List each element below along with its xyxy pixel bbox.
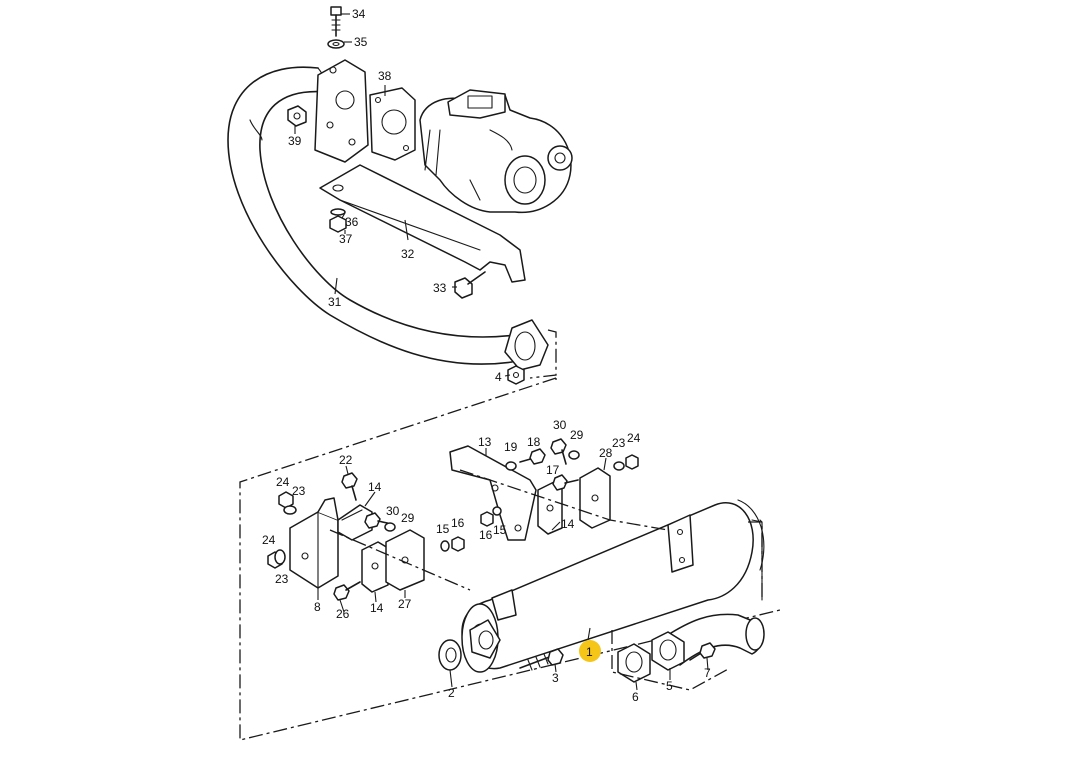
- label-13[interactable]: 13: [478, 435, 492, 449]
- bolt-34: [330, 6, 342, 37]
- washer-23-lower: [274, 549, 286, 565]
- bolt-22: [341, 472, 358, 501]
- label-3[interactable]: 3: [552, 671, 559, 685]
- label-36[interactable]: 36: [345, 215, 359, 229]
- label-26[interactable]: 26: [336, 607, 350, 621]
- left-guide-line: [329, 529, 471, 591]
- label-39[interactable]: 39: [288, 134, 302, 148]
- bracket-13: [449, 445, 537, 541]
- tailpipe-frame: [611, 630, 731, 691]
- label-14-left[interactable]: 14: [368, 480, 382, 494]
- nut-37: [329, 215, 347, 233]
- label-28[interactable]: 28: [599, 446, 613, 460]
- turbocharger: [419, 89, 573, 214]
- label-24-left[interactable]: 24: [276, 475, 290, 489]
- washer-29-right: [568, 450, 580, 460]
- bolt-17: [552, 474, 579, 491]
- label-23-left[interactable]: 23: [292, 484, 306, 498]
- label-5[interactable]: 5: [666, 679, 673, 693]
- label-15-mid[interactable]: 15: [493, 523, 507, 537]
- gasket-38: [369, 87, 416, 161]
- part-labels: 34 35 38 39 36 37 32 33 31 4 13 19 18 30…: [262, 7, 711, 704]
- label-1[interactable]: 1: [586, 645, 593, 659]
- washer-19: [505, 461, 517, 471]
- nut-4: [507, 365, 525, 385]
- washer-23-upper: [283, 505, 297, 515]
- label-15-left[interactable]: 15: [436, 522, 450, 536]
- label-30-left[interactable]: 30: [386, 504, 400, 518]
- label-23-right[interactable]: 23: [612, 436, 626, 450]
- bracket-32: [319, 164, 526, 283]
- label-6[interactable]: 6: [632, 690, 639, 704]
- label-27[interactable]: 27: [398, 597, 412, 611]
- nut-39: [287, 105, 307, 127]
- bracket-guide-line: [459, 469, 669, 531]
- washer-36: [330, 208, 346, 216]
- label-29-left[interactable]: 29: [401, 511, 415, 525]
- highlight-part-1[interactable]: [579, 640, 601, 662]
- pipe-flange-4: [504, 319, 557, 379]
- muffler-1: [461, 499, 765, 673]
- label-16-mid[interactable]: 16: [479, 528, 493, 542]
- bolt-30-right: [550, 438, 567, 465]
- muffler-frame-right: [748, 521, 763, 600]
- label-23-lower[interactable]: 23: [275, 572, 289, 586]
- label-8[interactable]: 8: [314, 600, 321, 614]
- nut-24-right: [625, 454, 639, 470]
- assembly-frame: [239, 377, 781, 741]
- nut-16-mid: [480, 511, 494, 527]
- nut-24-upper: [278, 491, 294, 509]
- tailpipe-5: [651, 613, 765, 671]
- label-2[interactable]: 2: [448, 686, 455, 700]
- washer-15-left: [440, 540, 450, 552]
- label-17[interactable]: 17: [546, 463, 560, 477]
- bracket-27: [385, 529, 425, 591]
- label-37[interactable]: 37: [339, 232, 353, 246]
- label-34[interactable]: 34: [352, 7, 366, 21]
- label-14-right[interactable]: 14: [561, 517, 575, 531]
- washer-29-left: [384, 522, 396, 532]
- washer-15-mid: [492, 506, 502, 516]
- label-19[interactable]: 19: [504, 440, 518, 454]
- washer-23-right: [613, 461, 625, 471]
- label-35[interactable]: 35: [354, 35, 368, 49]
- rubber-mount-14-left: [337, 504, 373, 541]
- label-16-left[interactable]: 16: [451, 516, 465, 530]
- flange-plate-upper: [314, 59, 369, 163]
- label-31[interactable]: 31: [328, 295, 342, 309]
- bolt-3: [519, 648, 564, 671]
- label-24-right[interactable]: 24: [627, 431, 641, 445]
- label-29-right[interactable]: 29: [570, 428, 584, 442]
- label-32[interactable]: 32: [401, 247, 415, 261]
- bracket-8: [289, 497, 339, 589]
- leader-lines: [294, 13, 709, 691]
- label-14-mid[interactable]: 14: [370, 601, 384, 615]
- bolt-33: [454, 271, 486, 299]
- label-18[interactable]: 18: [527, 435, 541, 449]
- label-24-lower[interactable]: 24: [262, 533, 276, 547]
- bolt-18: [519, 448, 546, 465]
- label-4[interactable]: 4: [495, 370, 502, 384]
- label-38[interactable]: 38: [378, 69, 392, 83]
- gasket-6: [617, 643, 651, 683]
- label-22[interactable]: 22: [339, 453, 353, 467]
- rubber-mount-14-mid: [361, 541, 389, 593]
- gasket-2: [438, 639, 462, 671]
- label-33[interactable]: 33: [433, 281, 447, 295]
- label-7[interactable]: 7: [704, 666, 711, 680]
- bolt-26: [333, 581, 361, 601]
- washer-35: [327, 39, 345, 49]
- label-30-right[interactable]: 30: [553, 418, 567, 432]
- bolt-7: [689, 642, 716, 661]
- bolt-30-left: [364, 512, 393, 529]
- nut-16-left: [451, 536, 465, 552]
